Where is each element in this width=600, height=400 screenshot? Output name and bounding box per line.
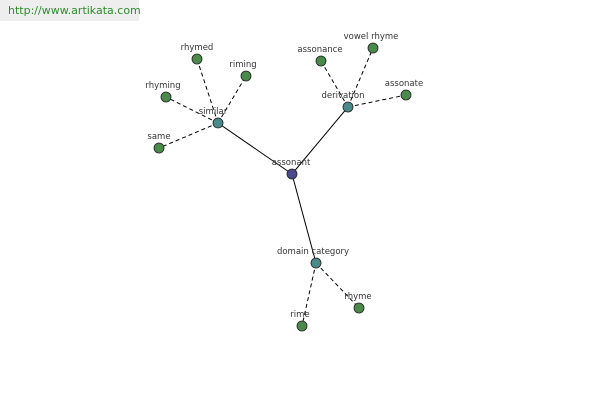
- node-dot-assonant[interactable]: [286, 168, 298, 180]
- edge-domain-category-rhyme: [315, 262, 360, 309]
- node-label-domain-category: domain category: [277, 247, 349, 257]
- leaf-node-assonance[interactable]: assonance: [297, 45, 343, 67]
- node-label-rhyming: rhyming: [145, 81, 180, 91]
- center-node-assonant[interactable]: assonant: [272, 158, 311, 180]
- leaf-node-rhyming[interactable]: rhyming: [145, 81, 181, 103]
- edge-derivation-assonance: [320, 60, 349, 108]
- leaf-node-rhyme[interactable]: rhyme: [344, 292, 372, 314]
- leaf-node-same[interactable]: same: [147, 132, 171, 154]
- edge-derivation-assonate: [347, 94, 407, 108]
- node-dot-vowel-rhyme[interactable]: [367, 42, 379, 54]
- node-label-vowel-rhyme: vowel rhyme: [344, 32, 399, 42]
- node-label-rime: rime: [290, 310, 309, 320]
- node-dot-rhymed[interactable]: [191, 53, 203, 65]
- leaf-node-riming[interactable]: riming: [229, 60, 257, 82]
- node-label-assonant: assonant: [272, 158, 311, 168]
- node-label-rhyme: rhyme: [344, 292, 371, 302]
- node-dot-assonance[interactable]: [315, 55, 327, 67]
- node-label-assonate: assonate: [385, 79, 423, 89]
- edges-layer: [158, 47, 407, 327]
- leaf-node-vowel-rhyme[interactable]: vowel rhyme: [344, 32, 399, 54]
- node-dot-riming[interactable]: [240, 70, 252, 82]
- edge-assonant-similar: [217, 122, 293, 175]
- node-dot-domain-category[interactable]: [310, 257, 322, 269]
- nodes-layer: assonant similar derivation domain category…: [145, 32, 423, 332]
- edge-similar-rhymed: [196, 58, 219, 124]
- node-label-similar: similar: [199, 107, 228, 117]
- node-label-same: same: [147, 132, 170, 142]
- node-dot-same[interactable]: [153, 142, 165, 154]
- node-label-rhymed: rhymed: [181, 43, 214, 53]
- node-label-derivation: derivation: [321, 91, 364, 101]
- edge-similar-same: [158, 122, 219, 149]
- node-dot-rhyme[interactable]: [353, 302, 365, 314]
- edge-assonant-domain-category: [291, 173, 317, 264]
- node-label-riming: riming: [229, 60, 256, 70]
- node-dot-rhyming[interactable]: [160, 91, 172, 103]
- hub-node-similar[interactable]: similar: [199, 107, 228, 129]
- url-bar: http://www.artikata.com: [0, 0, 141, 21]
- edge-similar-rhyming: [165, 96, 219, 124]
- edge-derivation-vowel-rhyme: [347, 47, 374, 108]
- leaf-node-assonate[interactable]: assonate: [385, 79, 423, 101]
- node-dot-derivation[interactable]: [342, 101, 354, 113]
- hub-node-domain-category[interactable]: domain category: [277, 247, 349, 269]
- edge-similar-riming: [217, 75, 247, 124]
- edge-domain-category-rime: [301, 262, 317, 327]
- hub-node-derivation[interactable]: derivation: [321, 91, 365, 113]
- edge-assonant-derivation: [291, 106, 349, 175]
- node-dot-rime[interactable]: [296, 320, 308, 332]
- leaf-node-rime[interactable]: rime: [290, 310, 310, 332]
- node-dot-similar[interactable]: [212, 117, 224, 129]
- node-label-assonance: assonance: [297, 45, 342, 55]
- site-url-link[interactable]: http://www.artikata.com: [8, 4, 141, 17]
- node-dot-assonate[interactable]: [400, 89, 412, 101]
- leaf-node-rhymed[interactable]: rhymed: [181, 43, 214, 65]
